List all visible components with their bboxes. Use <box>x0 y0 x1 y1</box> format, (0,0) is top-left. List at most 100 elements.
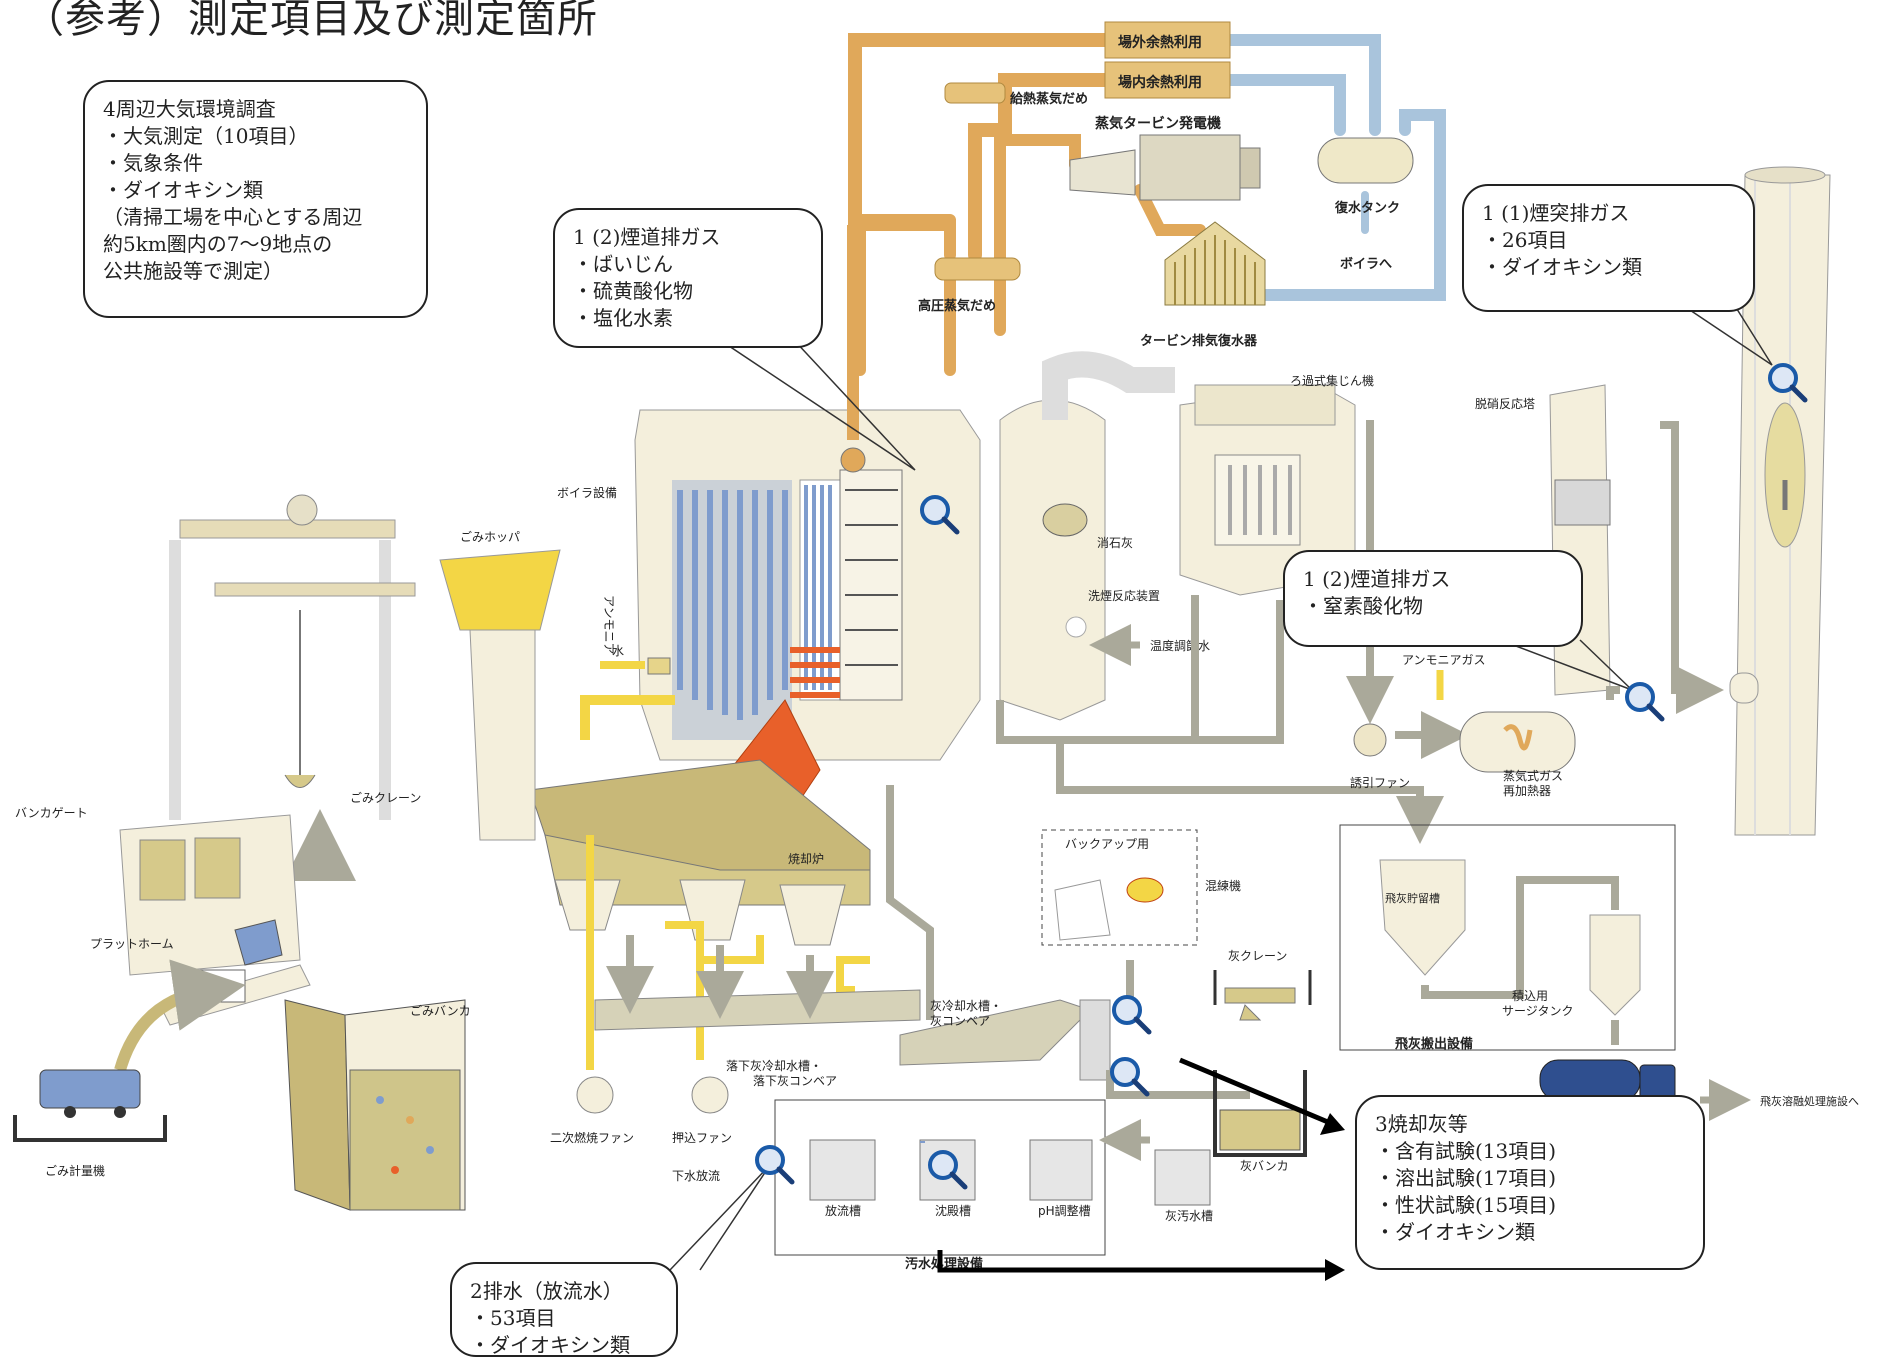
reheater-label-1: 蒸気式ガス <box>1503 768 1563 783</box>
callout-line: ・ばいじん <box>573 252 673 276</box>
ash-conveyors <box>594 989 1111 1081</box>
callout-line: ・大気測定（10項目） <box>103 124 309 148</box>
id-fan <box>1353 723 1387 757</box>
callout-flue-duct-1: 1 (2)煙道排ガス ・ばいじん ・硫黄酸化物 ・塩化水素 <box>553 208 823 348</box>
condensate-tank-label: 復水タンク <box>1334 200 1400 216</box>
callout-line: ・26項目 <box>1482 228 1568 252</box>
steam-turbine-generator <box>1069 134 1261 201</box>
surge-tank-label-1: 積込用 <box>1512 988 1548 1003</box>
callout-line: （清掃工場を中心とする周辺 <box>103 205 363 229</box>
magnifier-icon <box>920 495 960 535</box>
callout-line: 約5km圏内の7〜9地点の <box>103 232 333 256</box>
crane-label: ごみクレーン <box>350 790 421 805</box>
magnifier-icon <box>1112 995 1152 1035</box>
denox-label: 脱硝反応塔 <box>1475 396 1535 411</box>
refuse-hopper <box>439 549 561 841</box>
ash-water-tank-label: 灰汚水槽 <box>1165 1209 1213 1223</box>
callout-heading: 1 (2)煙道排ガス <box>1303 567 1451 591</box>
fly-ash-equipment-label: 飛灰搬出設備 <box>1394 1036 1473 1052</box>
sample-arrows <box>937 1057 1336 1273</box>
callout-line: ・塩化水素 <box>573 306 673 330</box>
ash-cooler-label-2: 灰コンベア <box>930 1014 990 1028</box>
slaked-lime-label: 消石灰 <box>1097 536 1133 550</box>
ammonia-injector <box>647 657 671 675</box>
callout-heading: 2排水（放流水） <box>470 1279 623 1303</box>
platform <box>119 814 311 1026</box>
to-boiler-label: ボイラへ <box>1340 256 1392 272</box>
callout-line: ・気象条件 <box>103 151 203 175</box>
fly-ash-silo-label: 飛灰貯留槽 <box>1385 891 1440 905</box>
condensate-tank <box>1317 137 1414 184</box>
ash-bunker-label: 灰バンカ <box>1240 1159 1289 1173</box>
ash-drop-arrows <box>606 785 1250 1099</box>
callout-flue-duct-2: 1 (2)煙道排ガス ・窒素酸化物 <box>1283 550 1583 647</box>
gas-duct-lines <box>996 420 1724 844</box>
ammonia-water-label-2: 水 <box>612 644 624 658</box>
secondary-air-line <box>580 695 675 740</box>
backup-label: バックアップ用 <box>1065 837 1149 851</box>
siftings-label-2: 落下灰コンベア <box>753 1074 837 1088</box>
boiler-equipment <box>634 409 981 811</box>
wastewater-treatment <box>774 1099 1211 1256</box>
callout-line: ・ダイオキシン類 <box>103 178 263 202</box>
magnifier-icon <box>1768 363 1808 403</box>
callout-line: ・窒素酸化物 <box>1303 594 1423 618</box>
to-melting-label: 飛灰溶融処理施設へ <box>1760 1094 1859 1108</box>
page-title: （参考）測定項目及び測定箇所 <box>24 0 598 42</box>
callout-line: ・ダイオキシン類 <box>1482 255 1642 279</box>
pit-arrow <box>114 959 246 1072</box>
settling-tank-label: 沈殿槽 <box>935 1203 971 1218</box>
callout-heading: 4周辺大気環境調査 <box>103 97 276 121</box>
callout-wastewater: 2排水（放流水） ・53項目 ・ダイオキシン類 <box>450 1262 678 1357</box>
pit-label: ごみバンカ <box>410 1003 471 1018</box>
hp-header-label: 高圧蒸気だめ <box>918 298 996 314</box>
callout-heading: 1 (2)煙道排ガス <box>573 225 721 249</box>
offsite-heat-label: 場外余熱利用 <box>1118 34 1202 51</box>
turbine-condenser <box>1164 221 1266 306</box>
magnifier-icon <box>1110 1057 1150 1097</box>
callout-ash: 3焼却灰等 ・含有試験(13項目) ・溶出試験(17項目) ・性状試験(15項目… <box>1355 1095 1705 1270</box>
boiler-label: ボイラ設備 <box>557 485 617 500</box>
steam-lines <box>848 33 1446 376</box>
bag-filter-label: ろ過式集じん機 <box>1290 373 1374 388</box>
mixer-label: 混練機 <box>1205 878 1241 893</box>
weighbridge-label: ごみ計量機 <box>45 1163 105 1178</box>
turbine-condenser-label: タービン排気復水器 <box>1140 333 1258 349</box>
callout-line: ・含有試験(13項目) <box>1375 1139 1557 1163</box>
feedwater-header <box>944 82 1006 104</box>
magnifier-icon <box>928 1150 968 1190</box>
callout-line: ・53項目 <box>470 1306 556 1330</box>
ammonia-gas-label: アンモニアガス <box>1402 653 1486 667</box>
gas-reheater <box>1459 711 1576 773</box>
callout-heading: 1 (1)煙突排ガス <box>1482 201 1630 225</box>
magnifier-icon <box>1625 682 1665 722</box>
callout-line: ・ダイオキシン類 <box>470 1333 630 1357</box>
feedwater-header-label: 給熱蒸気だめ <box>1010 91 1088 107</box>
secondary-fan-label: 二次燃焼ファン <box>550 1130 634 1145</box>
callout-line: ・性状試験(15項目) <box>1375 1193 1557 1217</box>
onsite-heat-box <box>1104 61 1231 99</box>
onsite-heat-label: 場内余熱利用 <box>1118 74 1202 91</box>
siftings-label-1: 落下灰冷却水槽・ <box>726 1059 822 1073</box>
temp-water-label: 温度調節水 <box>1150 638 1210 653</box>
callout-line: 公共施設等で測定） <box>103 259 283 283</box>
ash-crane <box>1213 970 1312 1021</box>
forced-fan-label: 押込ファン <box>672 1131 732 1145</box>
callout-line: ・硫黄酸化物 <box>573 279 693 303</box>
bag-filter <box>1179 384 1356 596</box>
platform-label: プラットホーム <box>90 937 174 951</box>
callout-line: ・溶出試験(17項目) <box>1375 1166 1557 1190</box>
callout-line: ・ダイオキシン類 <box>1375 1220 1535 1244</box>
callout-stack: 1 (1)煙突排ガス ・26項目 ・ダイオキシン類 <box>1462 184 1755 312</box>
hopper-label: ごみホッパ <box>460 529 520 544</box>
surge-tank-label-2: サージタンク <box>1502 1004 1574 1018</box>
fly-ash-equipment <box>1339 824 1676 1051</box>
combustion-fans <box>576 1076 729 1114</box>
fly-ash-truck <box>1539 1059 1676 1101</box>
turbine-label: 蒸気タービン発電機 <box>1095 115 1221 132</box>
refuse-crane <box>169 494 416 820</box>
scrubber <box>999 351 1175 721</box>
effluent-tank-label: 放流槽 <box>825 1203 861 1218</box>
refuse-pit <box>284 999 466 1211</box>
